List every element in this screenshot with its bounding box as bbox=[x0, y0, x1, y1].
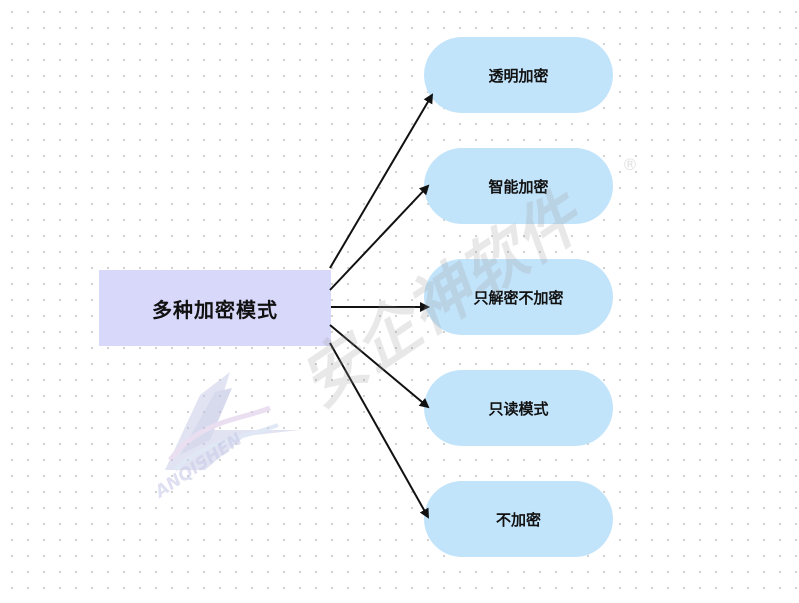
root-node-label: 多种加密模式 bbox=[152, 297, 278, 322]
node-no-encryption: 不加密 bbox=[424, 481, 613, 557]
edge-root-to-no-encryption bbox=[329, 342, 429, 519]
edge-root-to-transparent bbox=[329, 93, 434, 269]
node-smart-encryption: 智能加密 bbox=[424, 148, 613, 224]
node-label: 只解密不加密 bbox=[473, 288, 564, 307]
node-read-only: 只读模式 bbox=[424, 370, 613, 446]
node-transparent-encryption: 透明加密 bbox=[424, 37, 613, 113]
node-label: 智能加密 bbox=[488, 177, 549, 196]
node-label: 透明加密 bbox=[488, 66, 549, 85]
node-label: 不加密 bbox=[495, 510, 541, 529]
edge-root-to-read-only bbox=[329, 324, 430, 409]
node-decrypt-only: 只解密不加密 bbox=[424, 259, 613, 335]
node-label: 只读模式 bbox=[488, 399, 549, 418]
root-node: 多种加密模式 bbox=[99, 270, 331, 346]
edge-root-to-smart bbox=[329, 184, 430, 291]
